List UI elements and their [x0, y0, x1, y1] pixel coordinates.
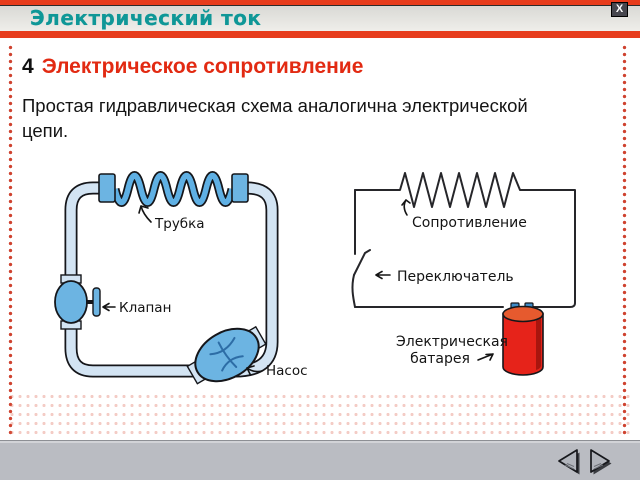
next-slide-button[interactable] — [585, 446, 615, 476]
battery-icon — [502, 302, 544, 376]
resistance-arrow — [401, 199, 411, 216]
pump-arrow — [246, 365, 263, 375]
pump-label: Насос — [266, 363, 308, 379]
slide-body-text: Простая гидравлическая схема аналогична … — [22, 93, 622, 143]
resistor-icon — [354, 172, 576, 308]
body-line-1: Простая гидравлическая схема аналогична … — [22, 95, 528, 116]
switch-icon — [351, 189, 371, 308]
top-divider-line — [0, 5, 640, 6]
window-title: Электрический ток — [30, 6, 262, 30]
pipe-fill — [66, 183, 277, 376]
switch-label: Переключатель — [397, 269, 514, 285]
forward-arrow-shading — [593, 463, 604, 470]
slide-number: 4 — [22, 55, 34, 78]
title-underline-bar — [0, 31, 640, 38]
close-button[interactable]: X — [611, 2, 628, 17]
battery-label-line1: Электрическая — [396, 334, 508, 350]
tube-label: Трубка — [154, 216, 205, 232]
electrical-diagram: Сопротивление Переключатель Электрическа… — [351, 172, 576, 376]
hydraulic-diagram: Трубка Клапан Насос — [54, 171, 308, 385]
tube-arrow — [138, 205, 152, 223]
bottom-dot-pattern — [8, 392, 632, 438]
pump-icon — [186, 325, 267, 385]
back-arrow-shading — [564, 463, 575, 470]
title-bar: Электрический ток — [0, 6, 640, 31]
back-arrow-icon — [558, 449, 578, 473]
battery-label-line2: батарея — [410, 351, 470, 367]
battery-arrow — [477, 353, 494, 361]
top-red-bar — [0, 0, 640, 5]
coiled-tube-icon — [98, 171, 249, 207]
valve-icon — [54, 274, 101, 330]
valve-label: Клапан — [119, 300, 171, 316]
previous-slide-button[interactable] — [553, 446, 583, 476]
switch-arrow — [375, 270, 391, 280]
resistance-label: Сопротивление — [412, 215, 527, 231]
left-dotted-border — [8, 44, 13, 437]
bottom-navigation-bar — [0, 440, 640, 480]
valve-arrow — [102, 302, 116, 312]
body-line-2: цепи. — [22, 120, 69, 141]
slide-heading: 4 Электрическое сопротивление — [22, 55, 363, 79]
right-dotted-border — [622, 44, 627, 437]
slide-heading-text: Электрическое сопротивление — [41, 55, 364, 78]
